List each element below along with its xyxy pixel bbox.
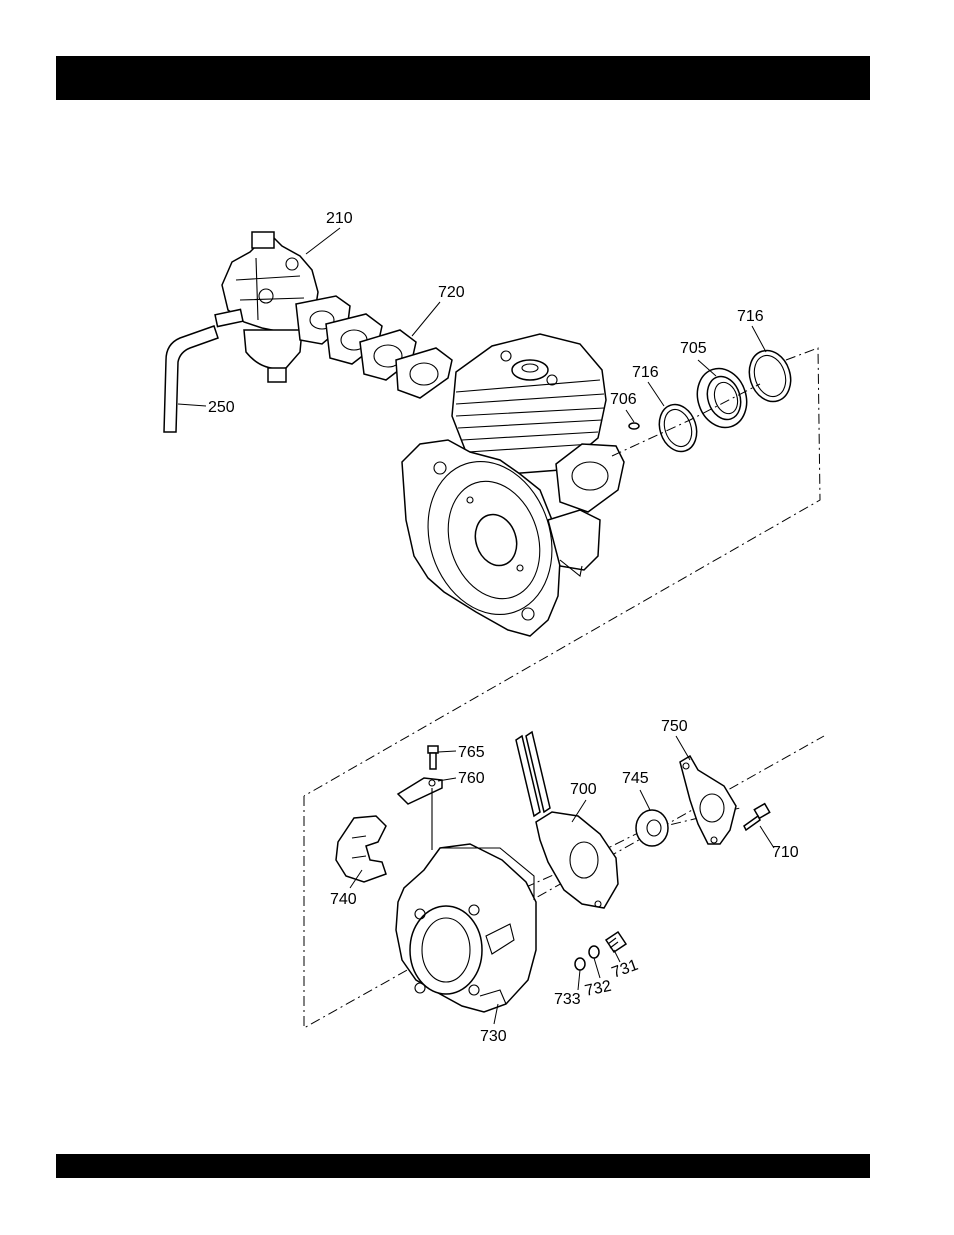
screw-731-part bbox=[606, 932, 626, 952]
pin-part bbox=[629, 423, 639, 429]
leader-716a bbox=[648, 382, 664, 406]
bracket-750-part bbox=[680, 756, 736, 844]
bolt-765-part bbox=[428, 746, 438, 769]
washer-732-part bbox=[589, 946, 599, 958]
leader-731 bbox=[614, 950, 620, 962]
part-label-740: 740 bbox=[330, 891, 357, 908]
leader-750 bbox=[676, 736, 690, 760]
part-label-760: 760 bbox=[458, 770, 485, 787]
leader-733 bbox=[578, 970, 580, 990]
washer-733-part bbox=[575, 958, 585, 970]
part-label-716b: 716 bbox=[737, 308, 764, 325]
snap-ring-inner-part bbox=[653, 400, 702, 457]
oil-seal-part bbox=[690, 362, 754, 434]
part-label-765: 765 bbox=[458, 744, 485, 761]
part-label-733: 733 bbox=[554, 991, 581, 1008]
part-label-250: 250 bbox=[208, 399, 235, 416]
leader-706 bbox=[626, 410, 634, 422]
washer-745-part bbox=[636, 810, 668, 846]
leader-745 bbox=[640, 790, 650, 810]
plate-760-part bbox=[398, 778, 442, 850]
leader-732 bbox=[594, 958, 600, 978]
part-label-716a: 716 bbox=[632, 364, 659, 381]
part-label-732: 732 bbox=[583, 978, 613, 1000]
fuel-hose-part bbox=[164, 326, 218, 432]
part-label-730: 730 bbox=[480, 1028, 507, 1045]
leader-720 bbox=[412, 302, 440, 336]
part-label-750: 750 bbox=[661, 718, 688, 735]
part-label-710: 710 bbox=[772, 844, 799, 861]
cable-bracket-part bbox=[516, 732, 618, 908]
snap-ring-outer-part bbox=[743, 345, 797, 407]
leader-210 bbox=[306, 228, 340, 254]
part-label-705: 705 bbox=[680, 340, 707, 357]
part-label-700: 700 bbox=[570, 781, 597, 798]
leader-716b bbox=[752, 326, 766, 352]
part-label-720: 720 bbox=[438, 284, 465, 301]
part-label-731: 731 bbox=[610, 957, 641, 982]
part-label-210: 210 bbox=[326, 210, 353, 227]
intake-gasket-stack bbox=[296, 296, 452, 398]
leader-765 bbox=[438, 751, 456, 752]
part-label-745: 745 bbox=[622, 770, 649, 787]
cylinder-housing-part bbox=[396, 844, 536, 1012]
leader-250 bbox=[178, 404, 206, 406]
bolt-710-part bbox=[744, 804, 770, 830]
part-label-706: 706 bbox=[610, 391, 637, 408]
